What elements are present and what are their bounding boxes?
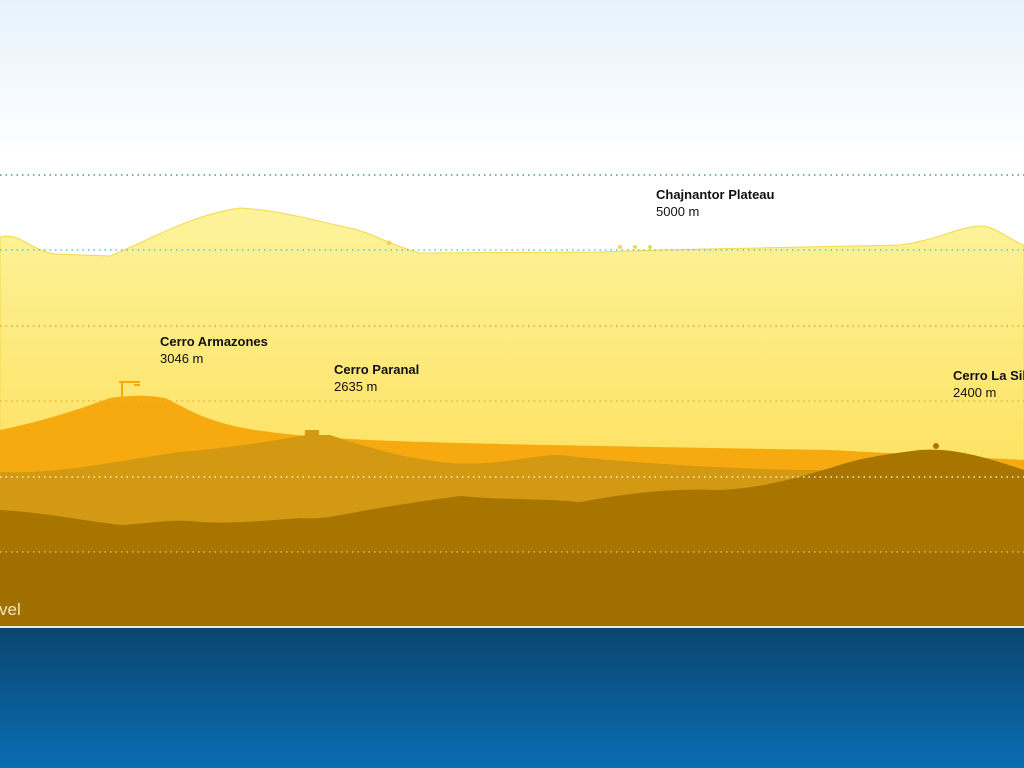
ocean: [0, 628, 1024, 768]
site-label-la-silla: Cerro La Silla2400 m: [953, 368, 1024, 400]
sea-level-label: vel: [0, 600, 21, 619]
la-silla-dome-icon: [933, 443, 939, 449]
armazones-crane-icon: [119, 381, 140, 398]
altitude-gridlines: [0, 174, 1024, 553]
observatory-icons: [386, 240, 652, 249]
telescope-icon: [305, 430, 319, 436]
